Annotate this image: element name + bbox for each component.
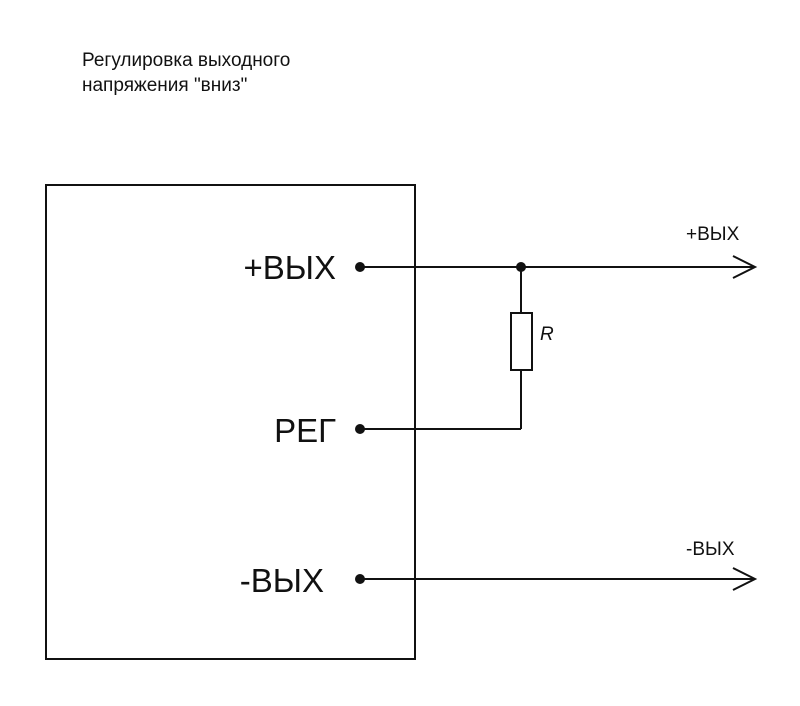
module-box	[45, 184, 416, 660]
title-line-1: Регулировка выходного	[82, 50, 291, 71]
resistor-symbol	[510, 312, 533, 371]
resistor-label: R	[540, 324, 554, 345]
pin-label-plus-out: +ВЫХ	[243, 249, 336, 286]
arrow-minus-out	[732, 567, 758, 591]
pin-label-reg: РЕГ	[274, 412, 336, 449]
title-line-2: напряжения "вниз"	[82, 75, 248, 96]
output-label-minus: -ВЫХ	[686, 539, 735, 560]
diagram-title: Регулировка выходного напряжения "вниз"	[82, 48, 290, 98]
output-label-plus: +ВЫХ	[686, 224, 740, 245]
pin-label-minus-out: -ВЫХ	[240, 562, 324, 599]
arrow-plus-out	[732, 255, 758, 279]
